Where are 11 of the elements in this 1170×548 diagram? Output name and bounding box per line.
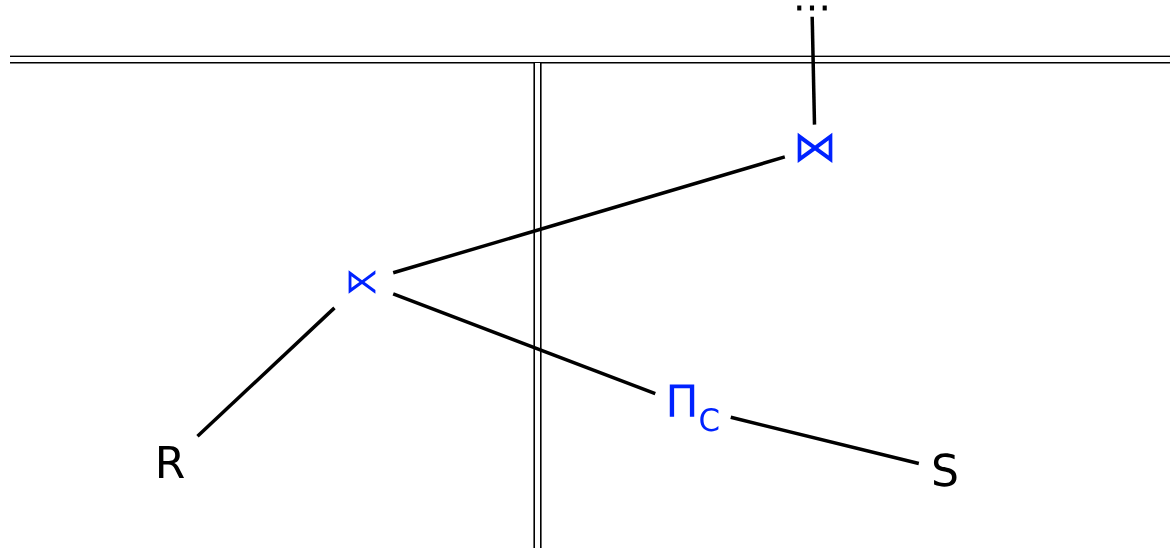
projection-operator: Π$_{C}$ [669,384,719,432]
tree-edge [196,306,336,438]
tree-edge [392,292,656,396]
relation-label: R [159,445,184,478]
relation-label: S [933,453,957,487]
tree-edge [392,155,786,275]
tree-edge [810,16,817,125]
ellipsis-text: ... [797,5,827,11]
join-operator: ⋈ [797,132,833,164]
semijoin-operator: ⋉ [348,270,376,294]
tree-edge [730,415,920,466]
